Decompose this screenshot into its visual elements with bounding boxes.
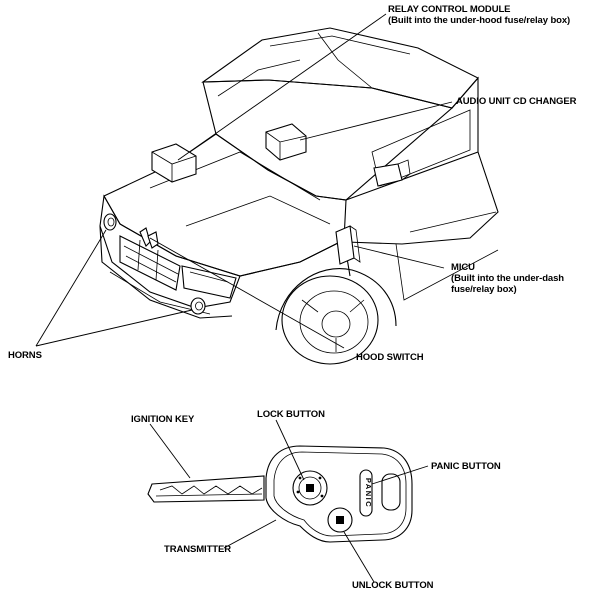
label-relay-control-module: RELAY CONTROL MODULE <box>388 4 511 15</box>
horn-upper <box>103 213 117 231</box>
label-lock-button: LOCK BUTTON <box>257 409 325 420</box>
front-tire <box>281 275 379 365</box>
label-ignition-key: IGNITION KEY <box>131 414 195 425</box>
leader-relay <box>177 13 387 161</box>
label-audio-unit: AUDIO UNIT CD CHANGER <box>456 96 577 107</box>
vehicle-leader-lines <box>35 13 453 349</box>
label-hood-switch: HOOD SWITCH <box>356 352 424 363</box>
leader-lock-button <box>275 419 305 481</box>
transmitter-body <box>265 445 413 543</box>
side-mirror <box>373 163 403 187</box>
vehicle-headlight <box>181 265 237 299</box>
vehicle-front-fascia <box>99 194 241 309</box>
label-panic-button: PANIC BUTTON <box>431 461 501 472</box>
label-micu: MICU <box>451 262 475 273</box>
ignition-key-blade <box>147 475 265 503</box>
leader-ignition-key <box>149 423 191 479</box>
key-leader-lines <box>149 419 429 583</box>
panic-button <box>359 469 373 517</box>
label-transmitter: TRANSMITTER <box>164 544 231 555</box>
panic-button-text: PANIC <box>364 478 373 508</box>
vehicle-illustration <box>99 27 499 365</box>
label-micu-note-2: fuse/relay box) <box>451 284 517 295</box>
vehicle-roof <box>201 27 479 109</box>
key-ring-slot <box>381 473 401 511</box>
leader-audio <box>299 101 453 141</box>
leader-horn-2 <box>35 309 193 347</box>
vehicle-grille <box>119 235 181 291</box>
label-relay-control-module-note: (Built into the under-hood fuse/relay bo… <box>388 15 571 26</box>
label-horns: HORNS <box>8 350 42 361</box>
audio-unit-cd-changer <box>265 123 307 161</box>
leader-hood-switch <box>149 237 345 349</box>
label-unlock-button: UNLOCK BUTTON <box>352 580 434 591</box>
leader-unlock-button <box>343 531 375 583</box>
horn-lower <box>190 297 206 315</box>
leader-transmitter <box>223 519 277 549</box>
leader-panic-button <box>371 465 429 485</box>
vehicle-windshield <box>202 79 454 201</box>
label-micu-note-1: (Built into the under-dash <box>451 273 564 284</box>
leader-horn-1 <box>35 229 107 347</box>
micu-module <box>335 225 355 265</box>
leader-micu <box>353 245 445 269</box>
key-illustration: PANIC <box>147 445 413 543</box>
